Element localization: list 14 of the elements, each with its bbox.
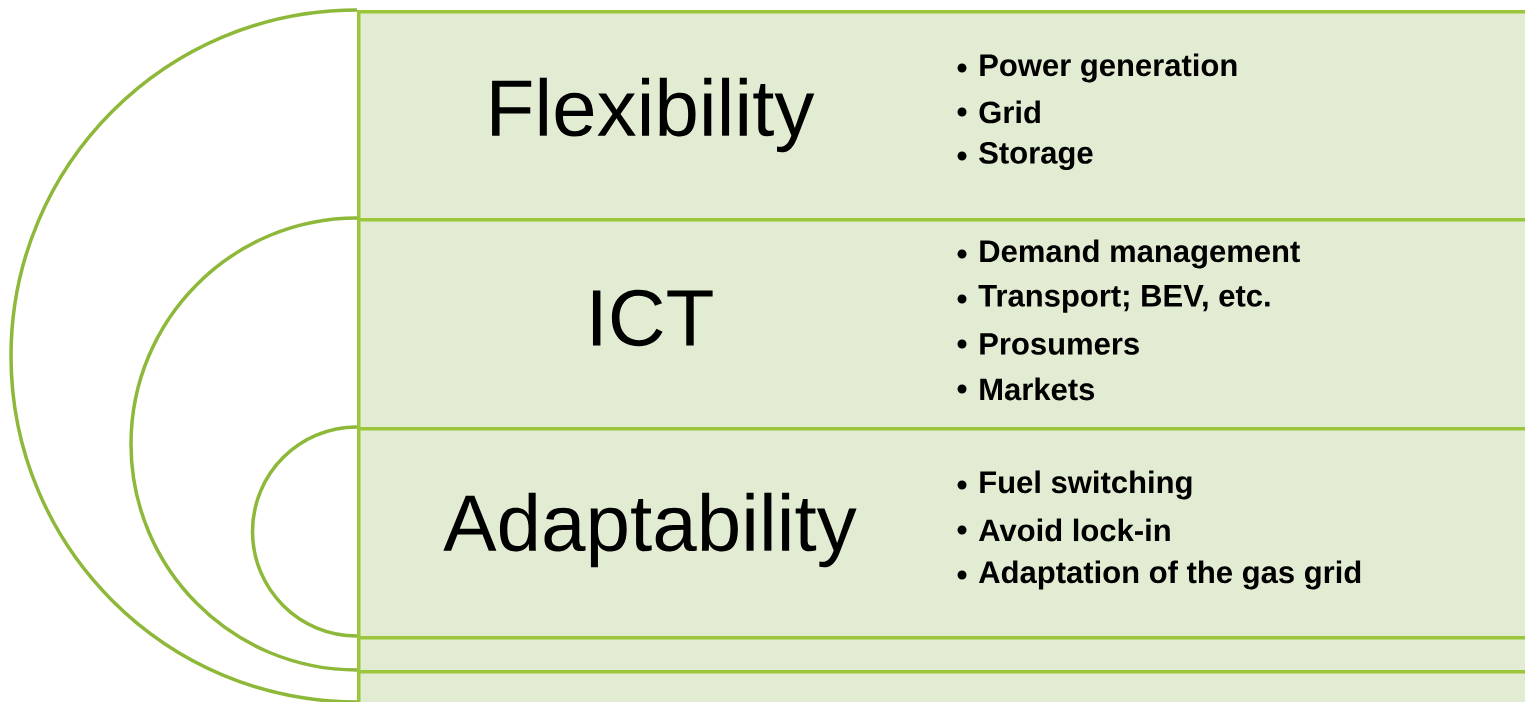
bullet-item: Demand management [957,239,1300,269]
heading: ICT [592,289,713,347]
heading: Adaptability [443,492,857,568]
bullet-item: Transport; BEV, etc. [957,285,1270,313]
bullet-item: Avoid lock-in [957,518,1170,542]
heading: Flexibility [492,77,815,153]
bullet-item: Markets [957,377,1095,401]
bullet-item: Adaptation of the gas grid [957,560,1361,590]
bullet-item: Prosumers [957,333,1139,355]
bullet-item: Fuel switching [957,470,1192,500]
bullet-item: Grid [957,100,1040,124]
bullet-item: Storage [957,141,1093,171]
empty-band [357,670,1525,702]
bullet-item: Power generation [957,53,1237,83]
